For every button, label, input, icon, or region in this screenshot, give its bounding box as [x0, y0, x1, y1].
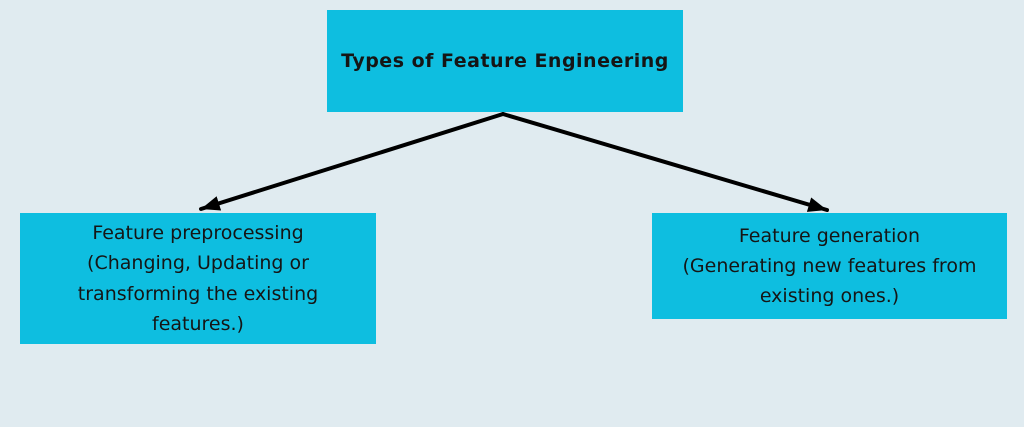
title-box: Types of Feature Engineering [327, 10, 683, 112]
arrow-to-left-box [199, 112, 505, 211]
feature-generation-text: Feature generation (Generating new featu… [682, 224, 977, 307]
feature-preprocessing-text: Feature preprocessing (Changing, Updatin… [77, 222, 319, 335]
title-text: Types of Feature Engineering [341, 50, 669, 72]
feature-preprocessing-box: Feature preprocessing (Changing, Updatin… [20, 213, 376, 344]
feature-generation-box: Feature generation (Generating new featu… [652, 213, 1007, 319]
arrow-to-right-box [501, 112, 829, 212]
